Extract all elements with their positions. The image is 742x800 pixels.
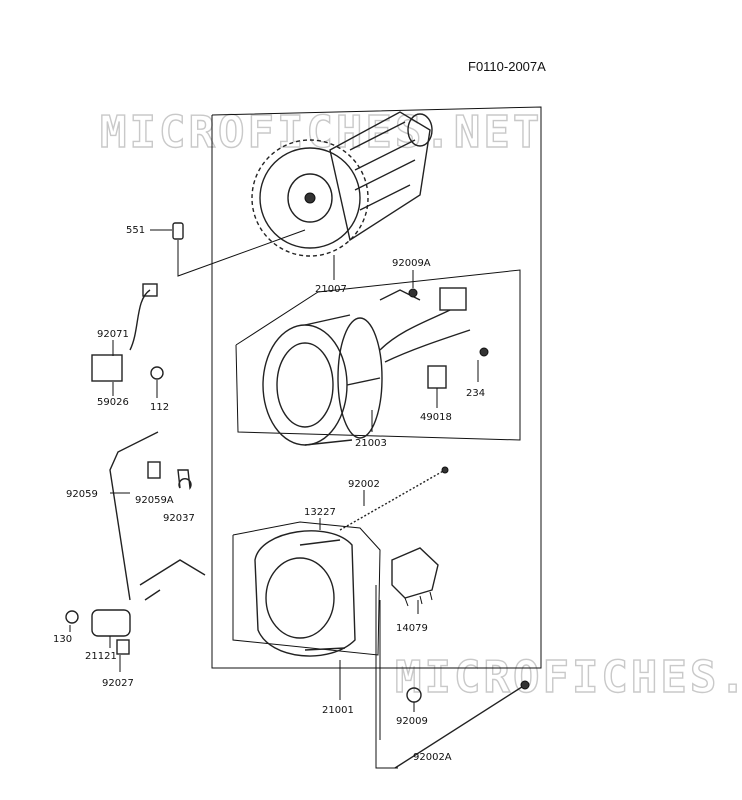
callout-234: 234 <box>466 388 485 399</box>
screw-92009a <box>408 288 418 298</box>
callout-92059a: 92059A <box>135 495 174 506</box>
callout-551: 551 <box>126 225 145 236</box>
callout-92009: 92009 <box>396 716 428 727</box>
rotor-windings <box>349 121 416 211</box>
callout-92059: 92059 <box>66 489 98 500</box>
fan-gear-teeth <box>251 139 369 257</box>
callout-59026: 59026 <box>97 397 129 408</box>
callout-21003: 21003 <box>355 438 387 449</box>
watermark-bottom: MICROFICHES.NET <box>395 652 742 703</box>
wire-connector <box>142 283 158 297</box>
sleeve-92027 <box>116 639 130 655</box>
screw-234 <box>479 347 489 357</box>
stator-leads <box>379 289 471 363</box>
callout-92009a: 92009A <box>392 258 431 269</box>
callout-92027: 92027 <box>102 678 134 689</box>
stator-core-back <box>337 317 383 439</box>
stator-subframe <box>235 269 521 441</box>
stator-core-bore <box>276 342 334 428</box>
screw-112 <box>150 366 164 380</box>
leader-lines <box>69 229 479 769</box>
rotor-body <box>329 111 431 242</box>
diagram-title: F0110-2007A <box>468 59 546 74</box>
diode-rectifier-49018 <box>427 365 447 389</box>
brush-holder <box>391 547 439 607</box>
fan-gear-rim <box>259 147 361 249</box>
brush-holder-body <box>391 547 439 599</box>
callout-92071: 92071 <box>97 329 129 340</box>
callout-21007: 21007 <box>315 284 347 295</box>
bolt-130 <box>65 610 79 624</box>
through-bolt-92002-head <box>441 466 449 474</box>
rotor-shaft-end <box>304 192 316 204</box>
housing-rim <box>299 539 346 651</box>
callout-21121: 21121 <box>85 651 117 662</box>
through-bolt-92002a-head <box>520 680 530 690</box>
generator-housing <box>254 530 356 657</box>
fan-hub <box>287 173 333 223</box>
brush-holder-terminals <box>404 591 433 607</box>
housing-subframe <box>232 521 381 656</box>
watermark-top: MICROFICHES.NET <box>100 107 542 158</box>
stator-connector <box>439 287 467 311</box>
callout-13227: 13227 <box>304 507 336 518</box>
ring-terminal-92037 <box>177 469 192 491</box>
callout-112: 112 <box>150 402 169 413</box>
housing-assembly <box>232 521 381 657</box>
rectifier-59026 <box>91 354 123 382</box>
callout-21001: 21001 <box>322 705 354 716</box>
hv-cable-92059 <box>109 431 159 601</box>
callout-130: 130 <box>53 634 72 645</box>
callout-92037: 92037 <box>163 513 195 524</box>
wire-92071 <box>129 289 151 351</box>
through-bolt-92002 <box>339 469 446 531</box>
exploded-view-frame <box>211 106 542 669</box>
lead-wires <box>139 559 206 601</box>
through-bolt-92002a <box>394 684 526 769</box>
housing-opening <box>265 557 335 639</box>
callout-92002a: 92002A <box>413 752 452 763</box>
pin-551 <box>172 222 184 240</box>
callout-92002: 92002 <box>348 479 380 490</box>
callout-49018: 49018 <box>420 412 452 423</box>
rotor-assembly <box>251 111 433 257</box>
callout-14079: 14079 <box>396 623 428 634</box>
stator-core-body <box>304 314 381 446</box>
stator-assembly <box>235 269 521 446</box>
ignition-coil-21121 <box>91 609 131 637</box>
rotor-bearing <box>407 113 433 147</box>
cap-92059a <box>147 461 161 479</box>
